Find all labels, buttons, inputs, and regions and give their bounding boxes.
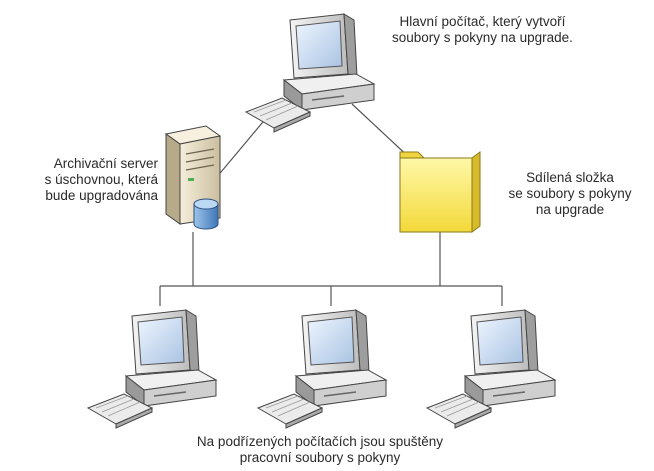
label-line: bude upgradována xyxy=(45,188,158,203)
label-line: Na podřízených počítačích jsou spuštěny xyxy=(196,434,444,449)
label-line: Hlavní počítač, který vytvoří xyxy=(399,14,566,29)
label-line: s úschovnou, která xyxy=(44,172,158,187)
desktop-computer-icon xyxy=(426,309,556,429)
main-computer-label: Hlavní počítač, který vytvoří soubory s … xyxy=(392,14,573,46)
label-line: se soubory s pokyny xyxy=(508,186,632,201)
link-main-to-folder xyxy=(351,103,413,161)
desktop-computer-icon xyxy=(257,309,387,429)
folder-icon xyxy=(399,151,481,233)
label-line: Archivační server xyxy=(53,156,158,171)
shared-folder-label: Sdílená složka se soubory s pokyny na up… xyxy=(490,170,650,218)
label-line: Sdílená složka xyxy=(526,170,614,185)
database-icon xyxy=(193,198,219,230)
label-line: pracovní soubory s pokyny xyxy=(239,450,401,465)
desktop-computer-icon xyxy=(245,13,375,133)
label-line: soubory s pokyny na upgrade. xyxy=(392,30,573,45)
desktop-computer-icon xyxy=(87,309,217,429)
server-icon xyxy=(164,125,222,230)
label-line: na upgrade xyxy=(535,202,605,217)
sub-computers-label: Na podřízených počítačích jsou spuštěny … xyxy=(150,434,490,466)
connection-lines xyxy=(159,103,503,306)
archive-server-label: Archivační server s úschovnou, která bud… xyxy=(30,156,158,204)
